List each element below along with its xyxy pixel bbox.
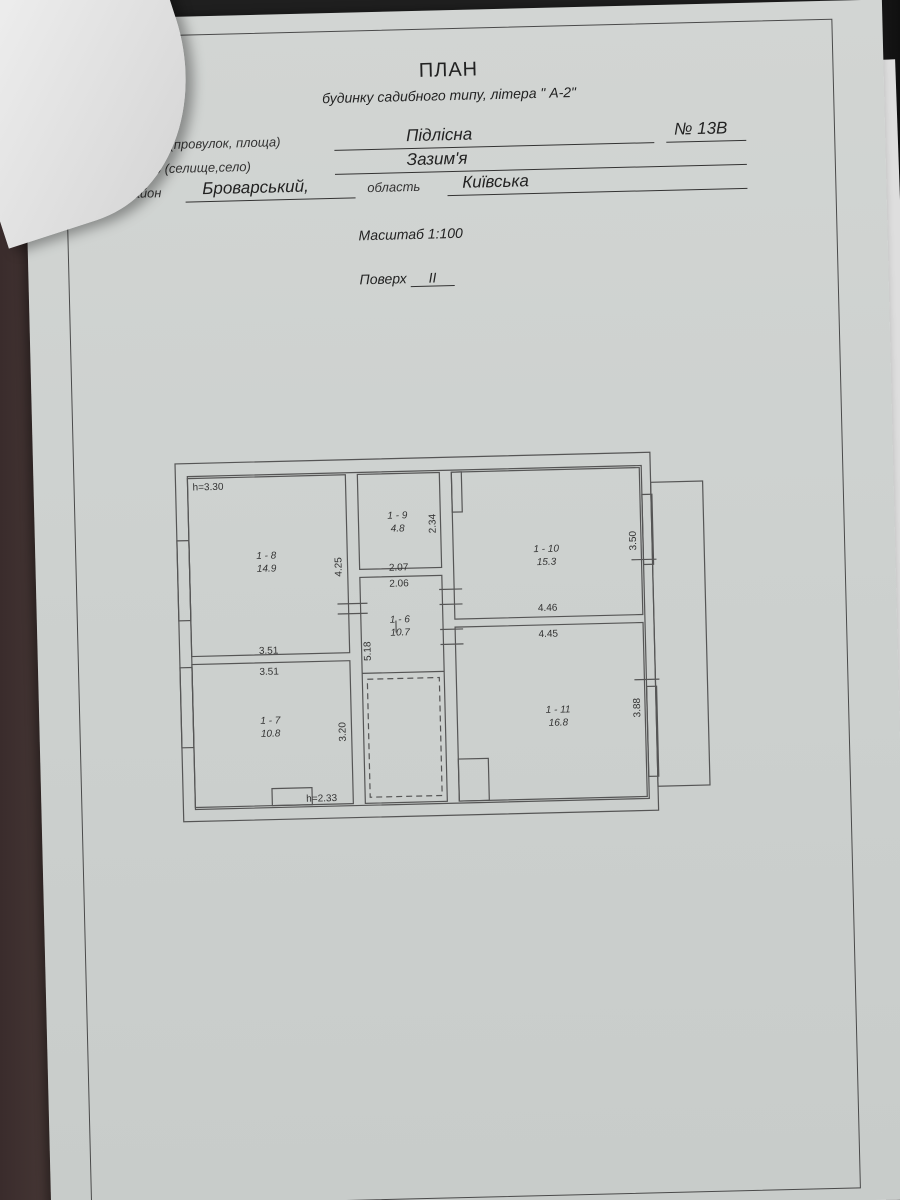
dim-320: 3.20: [337, 722, 348, 742]
room-1-9-area: 4.8: [391, 523, 406, 534]
window-room-1-11: [645, 685, 660, 778]
window-room-1-8: [176, 539, 192, 622]
room-1-7-id: 1 - 7: [260, 715, 281, 726]
floor-plan: 1 - 8 14.9 1 - 9 4.8 1 - 10 15.3 1 - 6 1…: [174, 451, 711, 823]
room-1-11-id: 1 - 11: [546, 704, 571, 716]
room-1-11-area: 16.8: [549, 717, 569, 728]
door-tick-8: [634, 678, 660, 681]
room-1-10-outline: [450, 466, 644, 620]
room-1-6-area: 10.7: [390, 627, 410, 638]
height-bottom-label: h=2.33: [306, 793, 338, 805]
room-1-11-detail: [457, 757, 490, 802]
door-tick-5: [440, 628, 464, 631]
room-1-9-id: 1 - 9: [387, 510, 408, 521]
door-tick-1: [337, 602, 368, 605]
room-1-6-outline: [359, 574, 448, 804]
outer-wall-inner: [186, 464, 650, 811]
dim-207: 2.07: [389, 562, 409, 573]
room-1-11-outline: [454, 621, 648, 802]
door-tick-3: [439, 588, 463, 591]
dim-446: 4.46: [538, 603, 558, 614]
dim-350: 3.50: [628, 530, 639, 550]
dim-351-top: 3.51: [259, 645, 279, 656]
room-1-9-outline: [356, 471, 443, 571]
door-tick-7: [631, 558, 657, 561]
dim-445: 4.45: [538, 629, 558, 640]
room-1-10-detail: [450, 471, 463, 513]
room-1-8-id: 1 - 8: [256, 550, 277, 561]
door-tick-6: [440, 643, 464, 646]
dim-518: 5.18: [362, 641, 373, 661]
balcony-outline: [649, 480, 711, 787]
dim-425: 4.25: [333, 557, 344, 577]
room-1-7-area: 10.8: [261, 728, 281, 739]
room-1-6-id: 1 - 6: [390, 614, 411, 625]
document-sheet: ПЛАН будинку садибного типу, літера " А-…: [22, 0, 900, 1200]
door-tick-4: [439, 603, 463, 606]
window-room-1-10: [641, 493, 655, 566]
height-top-label: h=3.30: [192, 482, 224, 494]
window-room-1-7: [179, 666, 195, 749]
dim-206: 2.06: [389, 578, 409, 589]
dim-234: 2.34: [427, 513, 438, 533]
dim-388: 3.88: [632, 697, 643, 717]
staircase-outline: [366, 676, 443, 798]
document-frame: ПЛАН будинку садибного типу, літера " А-…: [62, 18, 861, 1200]
room-1-8-area: 14.9: [257, 563, 277, 574]
room-1-7-detail: [271, 787, 313, 807]
door-tick-2: [337, 612, 368, 615]
room-1-10-area: 15.3: [537, 557, 557, 568]
staircase-divider: [362, 670, 445, 674]
dim-351-bottom: 3.51: [259, 666, 279, 677]
outer-wall-outer: [174, 451, 660, 823]
room-1-10-id: 1 - 10: [533, 544, 559, 556]
